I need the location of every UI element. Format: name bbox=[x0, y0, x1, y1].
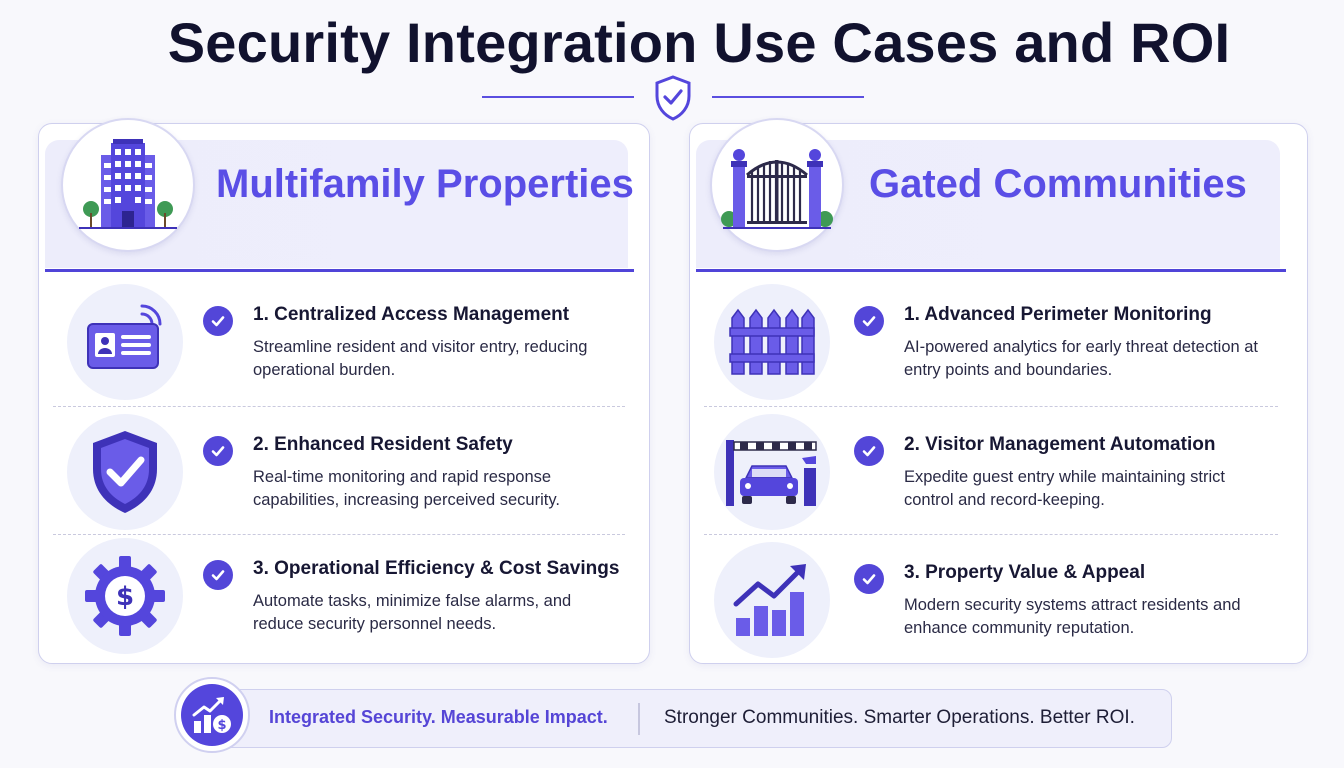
check-icon bbox=[203, 560, 233, 590]
multifamily-title: Multifamily Properties bbox=[216, 162, 634, 206]
footer-separator bbox=[638, 703, 640, 735]
item-description: Streamline resident and visitor entry, r… bbox=[253, 338, 588, 379]
item-title: 2. Visitor Management Automation bbox=[904, 434, 1216, 455]
item-title: 3. Operational Efficiency & Cost Savings bbox=[253, 558, 620, 579]
gated-communities-title: Gated Communities bbox=[869, 162, 1247, 206]
item-title: 1. Centralized Access Management bbox=[253, 304, 570, 325]
check-icon bbox=[854, 436, 884, 466]
title-divider-right bbox=[712, 96, 864, 98]
item-description: Automate tasks, minimize false alarms, a… bbox=[253, 592, 572, 633]
item-divider bbox=[704, 534, 1278, 535]
item-divider bbox=[704, 406, 1278, 407]
item-description: Real-time monitoring and rapid response … bbox=[253, 468, 560, 509]
item-description: AI-powered analytics for early threat de… bbox=[904, 338, 1259, 379]
list-item-property-value: 3. Property Value & Appeal Modern securi… bbox=[704, 542, 1286, 660]
growth-chart-icon bbox=[714, 542, 830, 658]
shield-check-icon bbox=[67, 414, 183, 530]
title-decoration bbox=[482, 74, 864, 122]
dollar-gear-icon: $ bbox=[67, 538, 183, 654]
check-icon bbox=[203, 436, 233, 466]
item-description: Modern security systems attract resident… bbox=[904, 596, 1241, 637]
svg-text:$: $ bbox=[116, 582, 134, 612]
multifamily-card: Multifamily Properties 1. Centralized Ac… bbox=[38, 118, 650, 664]
roi-chart-dollar-icon: $ bbox=[174, 677, 250, 753]
gate-icon bbox=[710, 118, 844, 252]
list-item-perimeter-monitoring: 1. Advanced Perimeter Monitoring AI-powe… bbox=[704, 284, 1286, 402]
check-icon bbox=[854, 564, 884, 594]
check-icon bbox=[203, 306, 233, 336]
list-item-resident-safety: 2. Enhanced Resident Safety Real-time mo… bbox=[53, 414, 629, 532]
item-title: 2. Enhanced Resident Safety bbox=[253, 434, 513, 455]
item-divider bbox=[53, 534, 625, 535]
footer-tagline-left: Integrated Security. Measurable Impact. bbox=[269, 707, 608, 727]
apartment-building-icon bbox=[61, 118, 195, 252]
access-card-icon bbox=[67, 284, 183, 400]
header-underline bbox=[45, 269, 634, 272]
item-description: Expedite guest entry while maintaining s… bbox=[904, 468, 1225, 509]
fence-icon bbox=[714, 284, 830, 400]
check-icon bbox=[854, 306, 884, 336]
page-title: Security Integration Use Cases and ROI bbox=[167, 11, 1231, 74]
shield-check-icon bbox=[655, 75, 691, 121]
gated-communities-card: Gated Communities 1. Advanced Perimeter … bbox=[689, 118, 1308, 664]
svg-text:$: $ bbox=[217, 718, 226, 733]
barrier-gate-car-icon bbox=[714, 414, 830, 530]
item-title: 3. Property Value & Appeal bbox=[904, 562, 1146, 583]
header-underline bbox=[696, 269, 1286, 272]
item-title: 1. Advanced Perimeter Monitoring bbox=[904, 304, 1212, 325]
footer-banner: Integrated Security. Measurable Impact. … bbox=[196, 689, 1172, 748]
item-divider bbox=[53, 406, 625, 407]
list-item-visitor-management: 2. Visitor Management Automation Expedit… bbox=[704, 414, 1286, 532]
footer-tagline-right: Stronger Communities. Smarter Operations… bbox=[664, 707, 1135, 728]
list-item-centralized-access: 1. Centralized Access Management Streaml… bbox=[53, 284, 629, 402]
title-divider-left bbox=[482, 96, 634, 98]
list-item-operational-efficiency: $ 3. Operational Efficiency & Cost Savin… bbox=[53, 538, 629, 656]
